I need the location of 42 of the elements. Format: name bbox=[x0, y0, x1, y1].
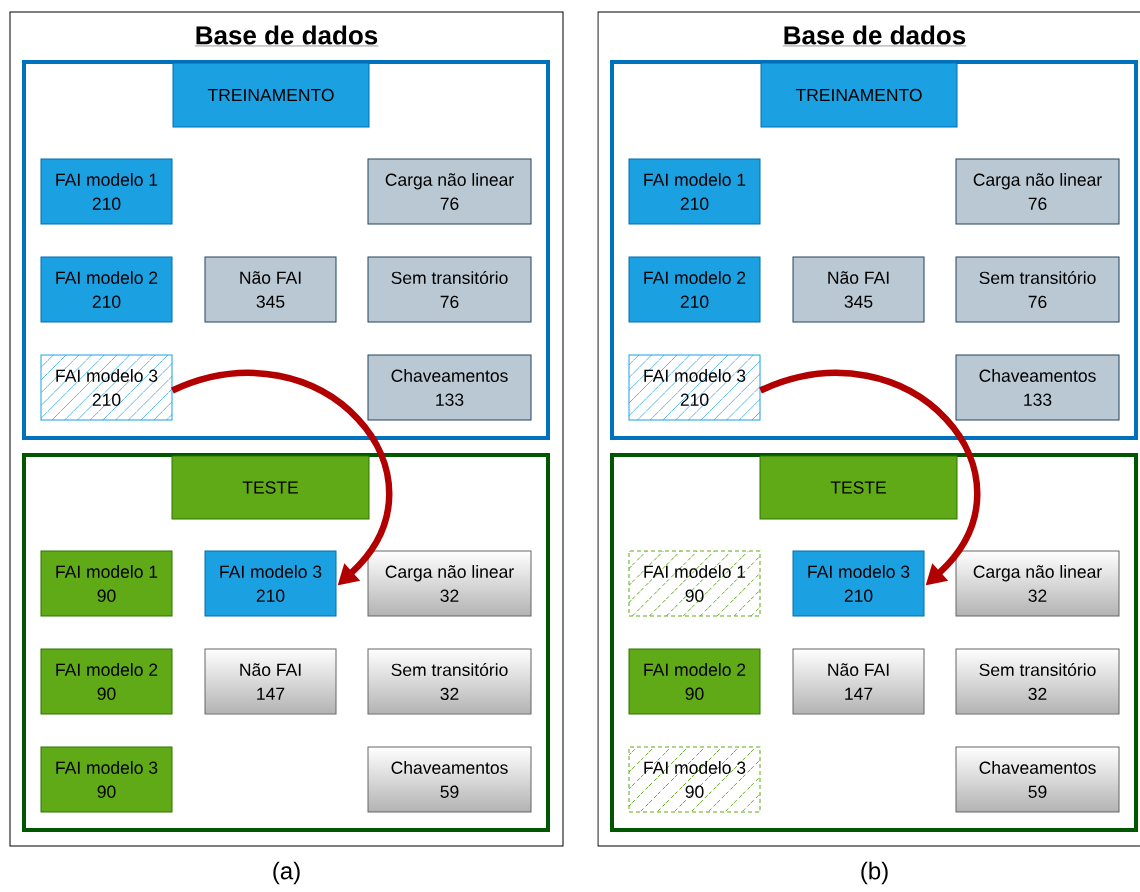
header-box: TESTE bbox=[171, 455, 370, 520]
labelled-box: Chaveamentos 133 bbox=[367, 354, 532, 421]
hatched-box: FAI modelo 3 90 bbox=[628, 746, 761, 813]
labelled-box: Sem transitório 32 bbox=[367, 648, 532, 715]
labelled-box: FAI modelo 2 210 bbox=[628, 256, 761, 323]
panel-caption: (b) bbox=[861, 861, 888, 885]
header-box: TREINAMENTO bbox=[760, 62, 958, 128]
labelled-box: FAI modelo 1 210 bbox=[628, 158, 761, 225]
labelled-box: FAI modelo 1 90 bbox=[40, 550, 173, 617]
group-frame bbox=[22, 453, 550, 832]
labelled-box: FAI modelo 2 210 bbox=[40, 256, 173, 323]
header-box: TESTE bbox=[759, 455, 958, 520]
hatched-box: FAI modelo 3 210 bbox=[628, 354, 761, 421]
labelled-box: Carga não linear 32 bbox=[367, 550, 532, 617]
panel-title: Base de dados bbox=[194, 25, 379, 47]
labelled-box: FAI modelo 1 210 bbox=[40, 158, 173, 225]
labelled-box: FAI modelo 2 90 bbox=[40, 648, 173, 715]
labelled-box: FAI modelo 3 210 bbox=[204, 550, 337, 617]
labelled-box: Não FAI 147 bbox=[204, 648, 337, 715]
labelled-box: Chaveamentos 133 bbox=[955, 354, 1120, 421]
hatched-box: FAI modelo 3 210 bbox=[40, 354, 173, 421]
group-frame bbox=[22, 60, 550, 440]
labelled-box: Não FAI 345 bbox=[792, 256, 925, 323]
labelled-box: Não FAI 345 bbox=[204, 256, 337, 323]
labelled-box: Sem transitório 76 bbox=[955, 256, 1120, 323]
labelled-box: FAI modelo 3 90 bbox=[40, 746, 173, 813]
header-box: TREINAMENTO bbox=[172, 62, 370, 128]
labelled-box: Chaveamentos 59 bbox=[367, 746, 532, 813]
labelled-box: Sem transitório 76 bbox=[367, 256, 532, 323]
labelled-box: Não FAI 147 bbox=[792, 648, 925, 715]
labelled-box: Carga não linear 76 bbox=[955, 158, 1120, 225]
hatched-box: FAI modelo 1 90 bbox=[628, 550, 761, 617]
group-frame bbox=[610, 60, 1138, 440]
labelled-box: Sem transitório 32 bbox=[955, 648, 1120, 715]
group-frame bbox=[610, 453, 1138, 832]
panel-title: Base de dados bbox=[782, 25, 967, 47]
labelled-box: Carga não linear 32 bbox=[955, 550, 1120, 617]
labelled-box: Carga não linear 76 bbox=[367, 158, 532, 225]
labelled-box: FAI modelo 2 90 bbox=[628, 648, 761, 715]
labelled-box: Chaveamentos 59 bbox=[955, 746, 1120, 813]
panel-caption: (a) bbox=[273, 861, 300, 885]
labelled-box: FAI modelo 3 210 bbox=[792, 550, 925, 617]
